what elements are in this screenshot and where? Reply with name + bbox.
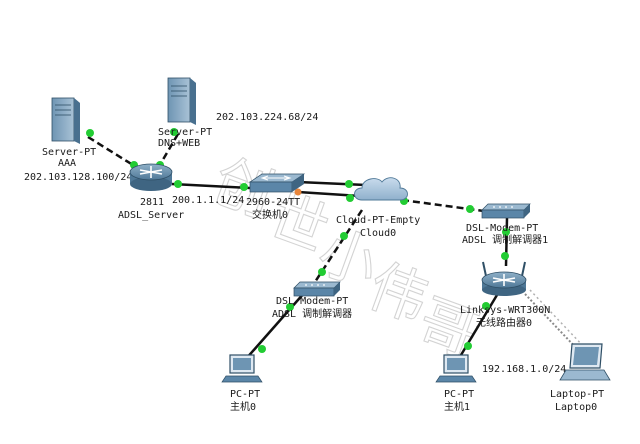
device-name-label: AAA: [58, 158, 76, 169]
port-dot: [318, 268, 326, 276]
device-type-label: 2811: [140, 197, 164, 208]
dsl-modem-0[interactable]: DSL-Modem-PT ADSL 调制解调器: [272, 281, 352, 320]
device-name-label: Cloud0: [360, 228, 396, 239]
dsl-modem-1[interactable]: DSL-Modem-PT ADSL 调制解调器1: [462, 203, 548, 246]
device-type-label: PC-PT: [444, 389, 474, 400]
link-wireless-laptop-shade: [529, 289, 586, 349]
modem-icon: [293, 281, 341, 297]
cloud-icon: [354, 177, 408, 201]
device-name-label: 交换机0: [252, 208, 288, 221]
port-dot: [466, 205, 474, 213]
linksys-wireless-router[interactable]: Linksys-WRT300N 无线路由器0 192.168.1.0/24: [460, 261, 566, 375]
ip-label: 200.1.1.1/24: [172, 195, 244, 206]
device-type-label: Laptop-PT: [550, 389, 604, 400]
port-dot: [345, 180, 353, 188]
ip-label: 202.103.224.68/24: [216, 112, 318, 123]
link-router-switch[interactable]: [171, 182, 251, 190]
router-icon: [129, 163, 173, 191]
device-name-label: 无线路由器0: [476, 316, 532, 329]
port-dot: [502, 228, 510, 236]
router-2811[interactable]: 2811 ADSL_Server 200.1.1.1/24: [118, 163, 244, 221]
laptop-icon: [559, 343, 611, 381]
ip-label: 202.103.128.100/24: [24, 172, 132, 183]
pc-1[interactable]: PC-PT 主机1: [435, 354, 477, 413]
device-type-label: DSL-Modem-PT: [276, 296, 348, 307]
device-name-label: 主机0: [230, 400, 256, 413]
watermark: 创 世 小 伟 哥: [204, 146, 488, 371]
port-dot: [340, 232, 348, 240]
device-type-label: PC-PT: [230, 389, 260, 400]
device-type-label: Linksys-WRT300N: [460, 305, 550, 316]
pc-icon: [435, 354, 477, 383]
device-name-label: 主机1: [444, 400, 470, 413]
port-dot: [86, 129, 94, 137]
ip-label: 192.168.1.0/24: [482, 364, 566, 375]
pc-0[interactable]: PC-PT 主机0: [221, 354, 263, 413]
port-dot: [170, 128, 178, 136]
port-dot: [346, 194, 354, 202]
server-dns-web[interactable]: Server-PT DNS+WEB 202.103.224.68/24: [158, 77, 318, 149]
modem-icon: [481, 203, 531, 219]
port-dot: [482, 302, 490, 310]
switch-2960[interactable]: 2960-24TT 交换机0: [246, 173, 306, 221]
port-dot: [174, 180, 182, 188]
port-dot: [258, 345, 266, 353]
link-modem0-pc0[interactable]: [244, 291, 306, 361]
laptop-0[interactable]: Laptop-PT Laptop0: [550, 343, 611, 413]
device-name-label: ADSL 调制解调器: [272, 307, 352, 320]
port-dot: [501, 252, 509, 260]
device-type-label: Cloud-PT-Empty: [336, 215, 420, 226]
device-type-label: Server-PT: [42, 147, 96, 158]
device-type-label: Server-PT: [158, 127, 212, 138]
pc-icon: [221, 354, 263, 383]
cloud-0[interactable]: Cloud-PT-Empty Cloud0: [336, 177, 420, 239]
server-aaa[interactable]: Server-PT AAA 202.103.128.100/24: [24, 97, 132, 183]
wireless-router-icon: [481, 261, 527, 296]
server-icon: [167, 77, 196, 125]
port-dot: [286, 303, 294, 311]
device-type-label: DSL-Modem-PT: [466, 223, 538, 234]
switch-icon: [248, 173, 306, 193]
link-wireless-laptop[interactable]: [524, 293, 581, 353]
device-name-label: ADSL 调制解调器1: [462, 233, 548, 246]
device-name-label: DNS+WEB: [158, 138, 200, 149]
port-dot: [240, 183, 248, 191]
port-dot: [294, 188, 302, 196]
device-type-label: 2960-24TT: [246, 197, 300, 208]
port-dot: [464, 342, 472, 350]
link-dns-router[interactable]: [159, 133, 180, 164]
device-name-label: ADSL_Server: [118, 210, 184, 221]
link-switch-cloud-1[interactable]: [297, 180, 367, 187]
device-name-label: Laptop0: [555, 402, 597, 413]
server-icon: [51, 97, 80, 144]
